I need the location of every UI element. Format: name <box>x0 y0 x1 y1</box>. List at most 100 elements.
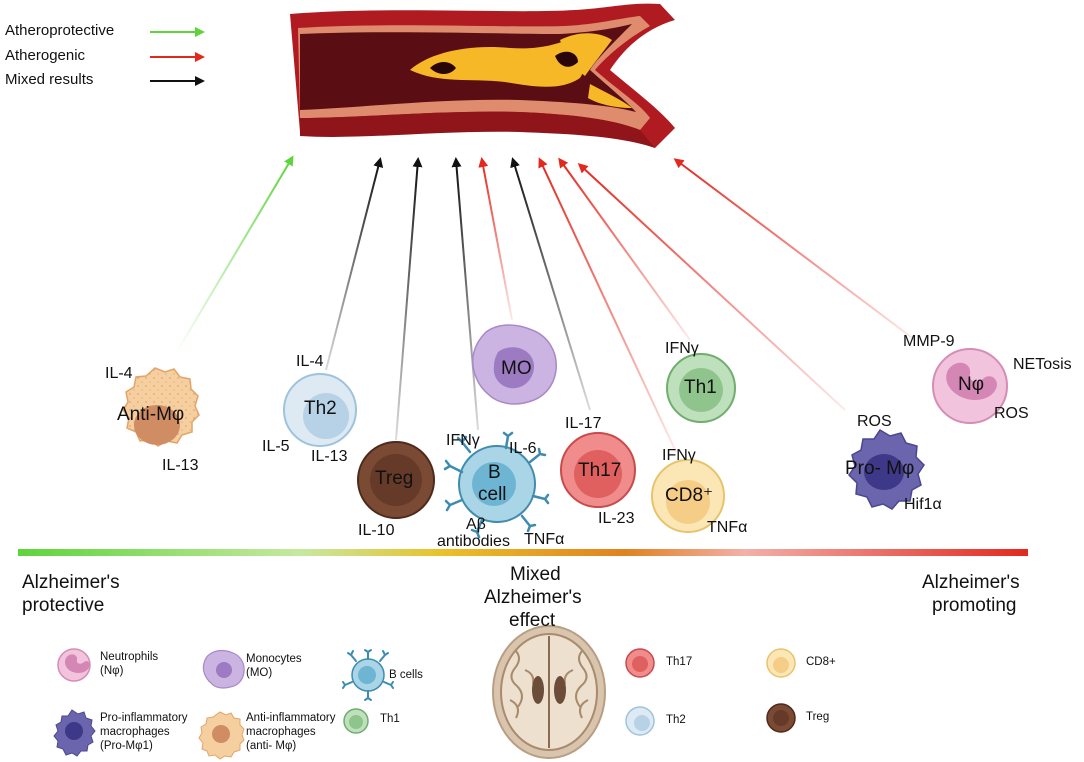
legend-neutrophils-line1: Neutrophils <box>100 651 159 663</box>
arrow-th1 <box>558 157 691 341</box>
legend-th2-icon <box>625 706 655 736</box>
legend-monocyte-icon <box>202 649 245 689</box>
legend-anti-macrophage-icon <box>198 711 245 760</box>
legend-anti-inflammatory-line2: macrophages <box>246 725 316 738</box>
pro-macrophage-label: Pro- Mφ <box>845 458 915 479</box>
th17-il17: IL-17 <box>565 415 602 432</box>
legend-cd8-icon <box>766 648 796 678</box>
artery-illustration <box>290 3 675 148</box>
arrow-th17 <box>510 157 591 411</box>
arrow-key <box>150 27 205 86</box>
axis-right-line2: promoting <box>932 595 1017 616</box>
cell-b-cell <box>443 431 550 539</box>
legend-pro-macrophage-icon <box>53 709 96 757</box>
cd8-tnfa: TNFα <box>707 519 748 536</box>
neutrophil-ros: ROS <box>994 405 1029 422</box>
cd8-ifng: IFNγ <box>662 447 696 464</box>
arrow-treg <box>395 157 423 441</box>
arrow-anti-macrophage <box>174 155 294 356</box>
axis-middle-line1: Mixed <box>510 564 561 585</box>
legend-th2-label: Th2 <box>666 714 686 726</box>
anti-macrophage-il13: IL-13 <box>162 457 199 474</box>
legend-pro-inflammatory-line3: (Pro-Mφ1) <box>100 739 153 752</box>
th1-label: Th1 <box>684 377 717 398</box>
brain-illustration <box>492 625 606 759</box>
legend-neutrophil-icon <box>57 648 91 682</box>
legend-th17-label: Th17 <box>666 656 693 668</box>
pro-macrophage-hif1a: Hif1α <box>904 496 942 513</box>
key-atherogenic-label: Atherogenic <box>5 47 86 64</box>
th2-il4: IL-4 <box>296 353 324 370</box>
arrow-cd8 <box>538 157 677 453</box>
neutrophil-mmp9: MMP-9 <box>903 333 955 350</box>
legend-monocytes-label: Monocytes (MO) <box>246 653 302 681</box>
neutrophil-netosis: NETosis <box>1013 356 1072 373</box>
legend-monocytes-line1: Monocytes <box>246 653 302 665</box>
anti-macrophage-label: Anti-Mφ <box>117 404 185 425</box>
legend-pro-inflammatory-label: Pro-inflammatory macrophages (Pro-Mφ1) <box>100 712 188 753</box>
cell-monocyte <box>472 324 557 405</box>
cell-th1 <box>666 353 736 423</box>
pro-macrophage-ros: ROS <box>857 413 892 430</box>
legend-icons <box>53 648 796 760</box>
th1-ifng: IFNγ <box>665 340 699 357</box>
b-cell-tnfa: TNFα <box>524 531 565 548</box>
arrow-pro-macrophage <box>577 162 846 411</box>
axis-middle-line3: effect <box>509 610 556 631</box>
key-atheroprotective-label: Atheroprotective <box>5 22 115 39</box>
b-cell-abeta: Aβ <box>466 516 486 533</box>
cell-treg <box>357 441 435 519</box>
legend-th17-icon <box>625 648 655 678</box>
key-mixed-label: Mixed results <box>5 71 94 88</box>
neutrophil-label: Nφ <box>958 374 985 395</box>
cd8-label: CD8⁺ <box>665 485 714 506</box>
cell-neutrophil <box>932 348 1008 424</box>
legend-pro-inflammatory-line1: Pro-inflammatory <box>100 712 188 724</box>
b-cell-antibodies: antibodies <box>437 533 510 550</box>
legend-treg-icon <box>766 703 796 733</box>
treg-label: Treg <box>375 468 414 489</box>
arrow-monocyte <box>478 157 513 321</box>
axis-middle-line2: Alzheimer's <box>484 587 582 608</box>
b-cell-label-line2: cell <box>478 484 507 505</box>
axis-left-line1: Alzheimer's <box>22 572 120 593</box>
effect-arrows <box>174 155 916 453</box>
legend-anti-inflammatory-label: Anti-inflammatory macrophages (anti- Mφ) <box>246 712 335 753</box>
legend-b-cells-label: B cells <box>389 669 423 681</box>
axis-left-line2: protective <box>22 595 105 616</box>
b-cell-il6: IL-6 <box>509 440 537 457</box>
arrow-th2 <box>325 157 384 371</box>
cell-th2 <box>283 373 357 447</box>
legend-anti-inflammatory-line1: Anti-inflammatory <box>246 712 336 724</box>
legend-th1-label: Th1 <box>380 713 400 725</box>
legend-neutrophils-label: Neutrophils (Nφ) <box>100 651 158 679</box>
arrow-neutrophil <box>673 158 916 341</box>
treg-il10: IL-10 <box>358 522 395 539</box>
legend-anti-inflammatory-line3: (anti- Mφ) <box>246 739 297 752</box>
th2-il5: IL-5 <box>262 438 290 455</box>
legend-pro-inflammatory-line2: macrophages <box>100 725 170 738</box>
legend-cd8-label: CD8+ <box>806 656 836 668</box>
cell-pro-macrophage <box>848 428 925 510</box>
axis-right-line1: Alzheimer's <box>922 572 1020 593</box>
th2-label: Th2 <box>304 398 337 419</box>
legend-th1-icon <box>343 708 369 734</box>
monocyte-label: MO <box>501 358 532 379</box>
th2-il13: IL-13 <box>311 448 348 465</box>
cell-th17 <box>560 432 636 508</box>
arrow-b-cell <box>451 157 479 431</box>
cell-cd8 <box>651 459 725 533</box>
legend-monocytes-line2: (MO) <box>246 666 273 679</box>
legend-b-cell-icon <box>342 649 394 701</box>
b-cell-label-line1: B <box>488 462 501 483</box>
th17-label: Th17 <box>578 460 622 481</box>
legend-treg-label: Treg <box>806 711 830 723</box>
anti-macrophage-il4: IL-4 <box>105 365 133 382</box>
cell-anti-macrophage <box>122 367 200 447</box>
legend-neutrophils-line2: (Nφ) <box>100 664 124 677</box>
th17-il23: IL-23 <box>598 510 635 527</box>
gradient-axis-bar <box>18 549 1028 556</box>
b-cell-ifng: IFNγ <box>446 432 480 449</box>
